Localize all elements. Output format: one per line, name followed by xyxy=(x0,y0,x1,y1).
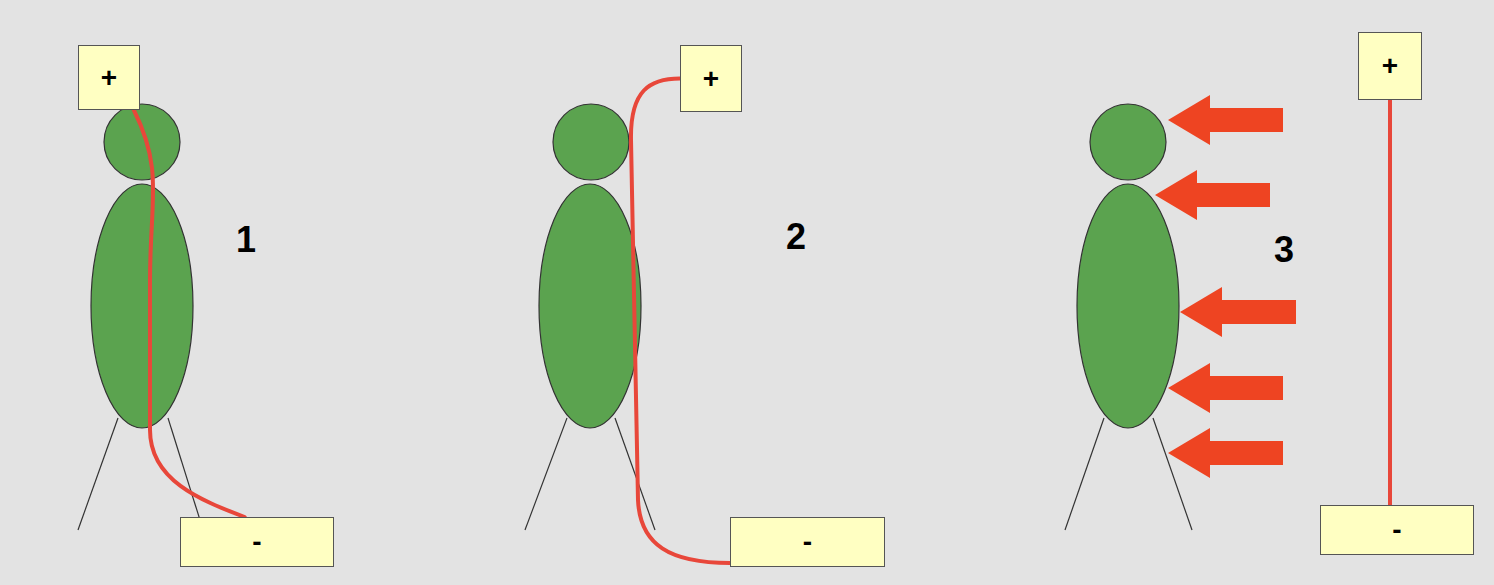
current-path xyxy=(1388,100,1392,505)
callout-number: 2 xyxy=(786,219,806,255)
field-arrow xyxy=(1180,287,1296,337)
current-path xyxy=(134,110,245,517)
head xyxy=(104,104,180,180)
polarity-sign: - xyxy=(1392,516,1401,544)
negative-electrode: - xyxy=(730,517,885,567)
negative-electrode: - xyxy=(1320,505,1474,555)
polarity-sign: + xyxy=(101,64,117,92)
leg xyxy=(525,418,567,530)
polarity-sign: - xyxy=(803,528,812,556)
head xyxy=(553,104,629,180)
body xyxy=(539,184,641,428)
polarity-sign: + xyxy=(1382,52,1398,80)
positive-electrode: + xyxy=(78,45,140,110)
positive-electrode: + xyxy=(1358,32,1422,100)
callout-number: 1 xyxy=(236,222,256,258)
leg xyxy=(78,418,118,530)
leg xyxy=(1153,418,1192,530)
polarity-sign: + xyxy=(703,65,719,93)
callout-number: 3 xyxy=(1274,232,1294,268)
head xyxy=(1090,104,1166,180)
body xyxy=(1077,184,1179,428)
positive-electrode: + xyxy=(680,45,742,112)
current-path xyxy=(631,79,730,564)
field-arrow xyxy=(1168,428,1283,478)
field-arrow xyxy=(1168,363,1283,413)
negative-electrode: - xyxy=(180,517,334,567)
polarity-sign: - xyxy=(252,528,261,556)
field-arrow xyxy=(1168,95,1283,145)
field-arrow xyxy=(1155,170,1270,220)
leg xyxy=(1065,418,1104,530)
leg xyxy=(168,418,200,520)
body xyxy=(91,184,193,428)
